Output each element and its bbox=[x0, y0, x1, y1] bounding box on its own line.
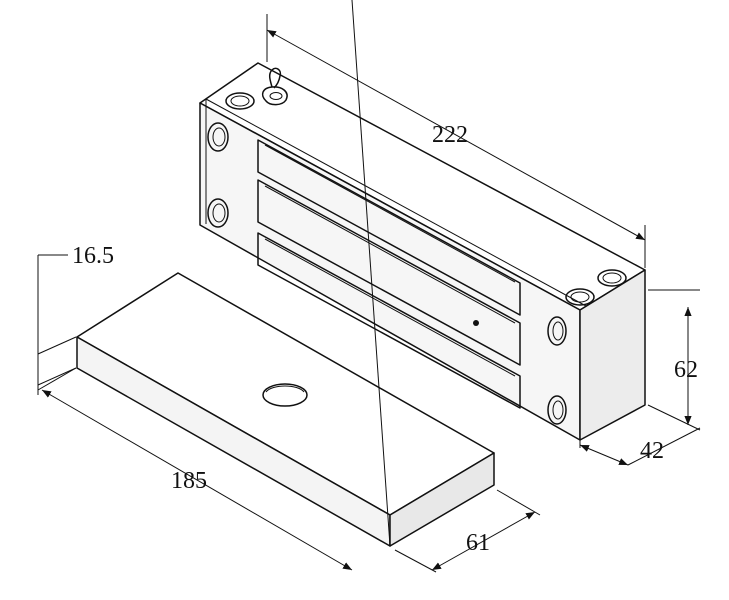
side-mount-hole bbox=[207, 122, 229, 152]
dim-plate-length: 185 bbox=[171, 468, 207, 494]
dim-plate-thickness: 16.5 bbox=[72, 243, 114, 269]
end-mount-hole bbox=[547, 316, 567, 346]
dim-magnet-height: 62 bbox=[674, 357, 698, 383]
top-mount-hole bbox=[225, 92, 255, 110]
side-mount-hole bbox=[207, 198, 229, 228]
top-mount-hole bbox=[565, 288, 595, 306]
plate-end-face bbox=[389, 452, 495, 547]
top-mount-hole bbox=[597, 269, 627, 287]
status-led-icon bbox=[473, 320, 479, 326]
end-mount-hole bbox=[547, 395, 567, 425]
dim-magnet-length: 222 bbox=[432, 122, 468, 148]
dimension-lines bbox=[37, 0, 701, 573]
dim-plate-width: 61 bbox=[466, 530, 490, 556]
dim-magnet-depth: 42 bbox=[640, 438, 664, 464]
